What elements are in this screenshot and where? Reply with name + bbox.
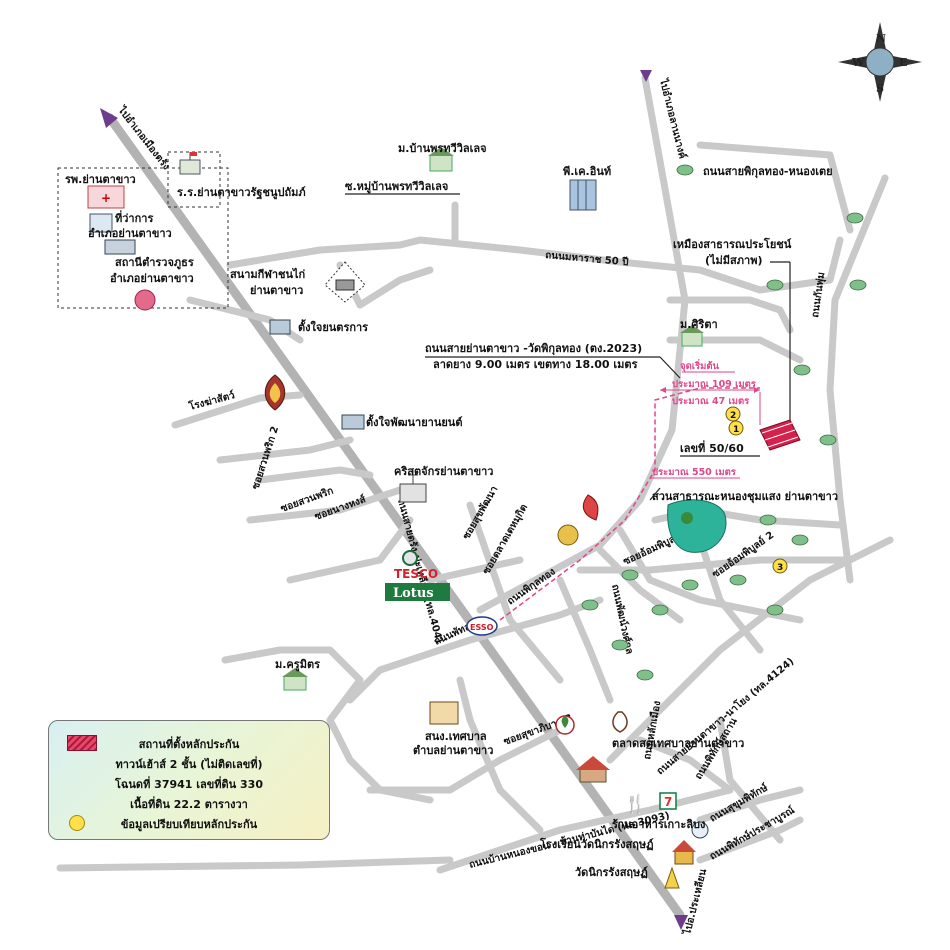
compass-n: N [876,32,886,45]
garage-icon-2 [341,414,365,430]
municipal-office-icon [429,701,459,725]
route-path [499,387,760,621]
label-restaurant: ร้านอาหารเกาะลิบง [612,818,705,831]
collateral-site [759,419,801,451]
label-m-sirita: ม.ศิริตา [680,318,718,331]
plant-icon [555,715,575,735]
compare-marker-2: 2 [725,406,741,422]
legend-line-2: ทาวน์เฮ้าส์ 2 ชั้น (ไม่ติดเลขที่) [115,758,263,771]
label-park: สวนสาธารณะหนองชุมแสง ย่านตาขาว [652,490,838,504]
legend-line-3: โฉนดที่ 37941 เลขที่ดิน 330 [115,778,263,791]
lotus-label: Lotus [393,586,434,601]
label-cockfight-2: ย่านตาขาว [250,284,303,297]
svg-text:ESSO: ESSO [470,623,494,632]
svg-text:+: + [101,191,111,205]
market-emblem-icon [612,711,628,733]
compass-e: E [899,56,907,69]
svg-text:🍴: 🍴 [624,793,646,815]
label-district-office-2: อำเภอย่านตาขาว [88,227,172,240]
park-icon [667,499,727,553]
label-hospital: รพ.ย่านตาขาว [65,173,136,186]
direction-arrows [100,70,688,930]
road-pikul-thong: ถนนพิกุลทอง [505,565,558,607]
school-wat-icon [691,821,709,839]
tesco-lotus-logo: TESCO Lotus [385,550,450,601]
road-pikul-nongdet: ถนนสายพิกุลทอง-หนองเตย [703,165,833,179]
cockfight-icon [324,261,366,303]
thai-flag-icon [582,494,599,521]
restaurant-icon: 🍴 [624,793,646,815]
legend-line-1: สถานที่ตั้งหลักประกัน [138,738,240,751]
legend-line-4: เนื้อที่ดิน 22.2 ตารางวา [130,798,248,811]
label-village: ม.บ้านพรทวีวิลเลจ [398,142,487,155]
collateral-swatch [67,735,97,751]
label-soi-village: ซ.หมู่บ้านพรทวีวิลเลจ [345,180,448,194]
hospital-icon: + [87,185,125,209]
m-sirita-icon [680,325,704,347]
svg-text:1: 1 [733,425,739,435]
label-dist-47: ประมาณ 47 เมตร [672,395,750,407]
pk-inn-icon [569,179,597,211]
road-sawp: ถนนสายย่านตาขาว -วัดพิกุลทอง (ตง.2023) [425,342,642,356]
seven-eleven-icon: 7 [659,792,677,810]
direction-north: ไปอำเภอลานนางค์ [657,77,690,161]
compare-marker-1: 1 [728,420,744,436]
compass-rose: N S W E [838,22,922,102]
map-legend: สถานที่ตั้งหลักประกัน ทาวน์เฮ้าส์ 2 ชั้น… [48,720,330,840]
label-pk-inn: พี.เค.อินท์ [563,165,611,178]
village-icon [428,147,454,172]
tesco-label: TESCO [394,567,438,581]
label-police-2: อำเภอย่านตาขาว [110,272,194,285]
label-temple: วัดนิกรรังสฤษฏ์ [575,866,648,879]
temple-icon [672,840,696,865]
tree-icons [581,164,867,681]
label-school-wat: โรงเรียนวัดนิกรรังสฤษฏ์ [539,837,654,851]
church-icon [399,470,427,503]
legend-line-5: ข้อมูลเปรียบเทียบหลักประกัน [120,818,258,831]
label-district-office-1: ที่ว่าการ [115,210,153,225]
label-school-rat: ร.ร.ย่านตาขาวรัฐชนูปถัมภ์ [177,186,306,200]
label-church: คริสตจักรย่านตาขาว [394,465,493,478]
district-office-icon [89,213,113,233]
police-icon [104,239,136,255]
road-sawp-spec: ลาดยาง 9.00 เมตร เขตทาง 18.00 เมตร [433,358,638,371]
label-cockfight-1: สนามกีฬาชนไก่ [230,267,306,281]
compass-w: W [851,56,865,69]
svg-text:2: 2 [730,411,736,421]
compare-swatch [69,815,85,831]
road-kannaphak: ถนนกันพุ่ม [809,271,827,318]
stupa-icon [664,866,680,889]
compare-marker-3: 3 [772,558,788,574]
market-icon [576,756,610,783]
label-lot-no: เลขที่ 50/60 [680,440,744,455]
garage-icon-1 [269,319,291,335]
label-dist-550: ประมาณ 550 เมตร [652,466,737,478]
label-m-krumit: ม.ครูมิตร [275,658,320,672]
direction-south: ไปอ.ประเหลียน [680,867,709,936]
svg-text:7: 7 [664,795,672,809]
label-ruined-mine-1: เหมืองสาธารณประโยชน์ [673,237,792,251]
label-market: ตลาดสดเทศบาลย่านตาขาว [612,737,744,750]
hospital-cluster-box [57,167,229,309]
label-ruined-mine-2: (ไม่มีสภาพ) [705,253,762,267]
road-maharaj: ถนนมหาราช 50 ปี [545,249,629,268]
label-police-1: สถานีตำรวจภูธร [115,256,194,270]
label-health-2: ตำบลย่านตาขาว [413,744,493,757]
police-seal-icon [134,289,156,311]
municipal-seal-icon [557,524,579,546]
label-tang-jai-pattana: ตั้งใจพัฒนายานยนต์ [366,414,462,429]
compass-s: S [876,82,884,95]
label-dist-109: ประมาณ 109 เมตร [672,378,757,390]
temple-logo-icon [264,374,286,411]
label-start-point: จุดเริ่มต้น [680,358,720,372]
school-icon [179,152,201,175]
label-tang-jai-nakorn: ตั้งใจยนตรการ [298,319,368,334]
svg-text:3: 3 [777,563,783,573]
esso-logo: ESSO [466,616,498,636]
label-health-1: สนง.เทศบาล [425,730,487,743]
m-krumit-icon [282,668,308,691]
